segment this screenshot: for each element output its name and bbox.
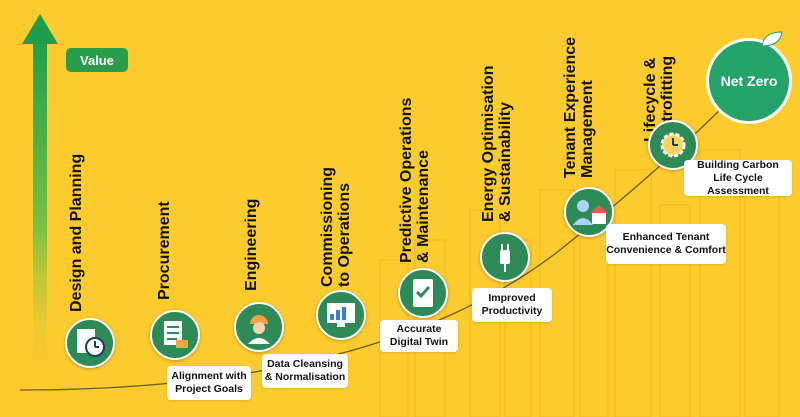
leaf-icon	[761, 31, 783, 47]
stage-title-procurement: Procurement	[156, 201, 173, 300]
callout-tenant-experience: Enhanced Tenant Convenience & Comfort	[606, 224, 726, 264]
stage-title-engineering: Engineering	[243, 198, 260, 291]
stage-title-energy-optimisation: Energy Optimisation & Sustainability	[480, 65, 514, 222]
tenant-home-icon	[564, 187, 614, 237]
stage-title-commissioning: Commissioning to Operations	[319, 166, 353, 287]
value-arrow-head	[22, 14, 58, 44]
checklist-cart-icon	[150, 310, 200, 360]
callout-lifecycle-retrofitting: Building Carbon Life Cycle Assessment	[684, 159, 792, 197]
stage-title-predictive-operations: Predictive Operations & Maintenance	[398, 97, 432, 263]
net-zero-badge: Net Zero	[706, 38, 792, 124]
callout-engineering: Data Cleansing & Normalisation	[262, 354, 348, 388]
engineer-icon	[234, 302, 284, 352]
callout-procurement: Alignment with Project Goals	[167, 366, 251, 400]
net-zero-label: Net Zero	[720, 73, 778, 89]
callout-predictive-operations: Accurate Digital Twin	[380, 320, 458, 352]
clock-document-icon	[65, 318, 115, 368]
callout-energy-optimisation: Improved Productivity	[472, 288, 552, 322]
stage-title-design-planning: Design and Planning	[68, 153, 85, 312]
value-arrow-shaft	[33, 40, 47, 385]
dashboard-icon	[316, 290, 366, 340]
value-badge: Value	[66, 48, 128, 72]
eco-plug-icon	[480, 232, 530, 282]
stage-title-tenant-experience: Tenant Experience Management	[562, 36, 596, 178]
tablet-check-icon	[398, 268, 448, 318]
